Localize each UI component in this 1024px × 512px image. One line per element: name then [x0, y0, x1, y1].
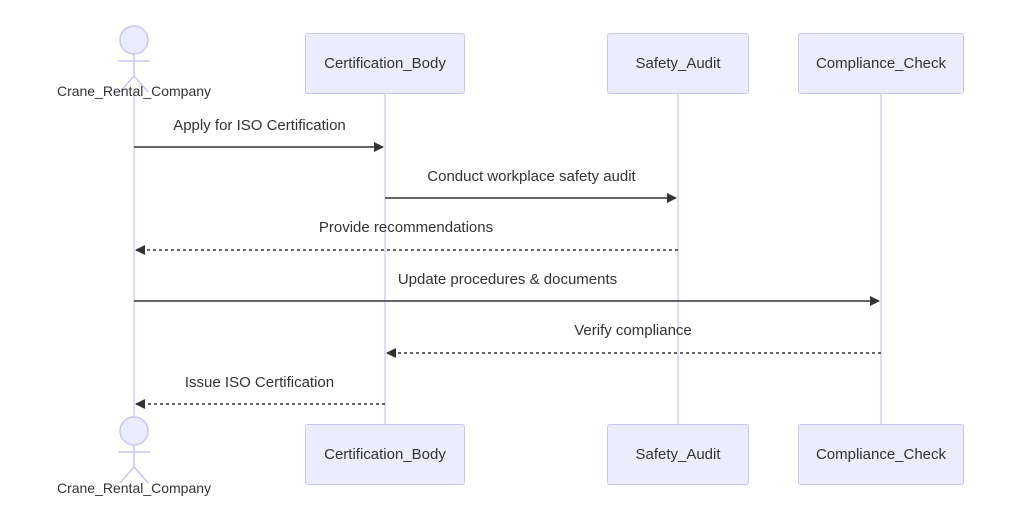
actor-head: [119, 416, 149, 446]
actor-head: [119, 25, 149, 55]
participant-box-cert-bottom: Certification_Body: [305, 424, 465, 485]
participant-box-audit-bottom: Safety_Audit: [607, 424, 749, 485]
actor-label-top: Crane_Rental_Company: [56, 83, 212, 99]
actor-leg-right: [133, 75, 149, 93]
message-label-2: Conduct workplace safety audit: [427, 168, 636, 185]
message-label-4: Update procedures & documents: [397, 271, 618, 288]
message-label-3: Provide recommendations: [318, 219, 494, 236]
message-label-5: Verify compliance: [574, 322, 692, 339]
actor-figure-bottom: [118, 416, 150, 484]
actor-leg-right: [133, 466, 149, 484]
actor-leg-left: [119, 466, 135, 484]
participant-box-check-bottom: Compliance_Check: [798, 424, 964, 485]
message-label-6: Issue ISO Certification: [184, 374, 335, 391]
message-label-1: Apply for ISO Certification: [173, 117, 346, 134]
participant-box-check-top: Compliance_Check: [798, 33, 964, 94]
participant-box-cert-top: Certification_Body: [305, 33, 465, 94]
actor-leg-left: [119, 75, 135, 93]
actor-figure-top: [118, 25, 150, 93]
actor-label-bottom: Crane_Rental_Company: [56, 480, 212, 496]
participant-box-audit-top: Safety_Audit: [607, 33, 749, 94]
